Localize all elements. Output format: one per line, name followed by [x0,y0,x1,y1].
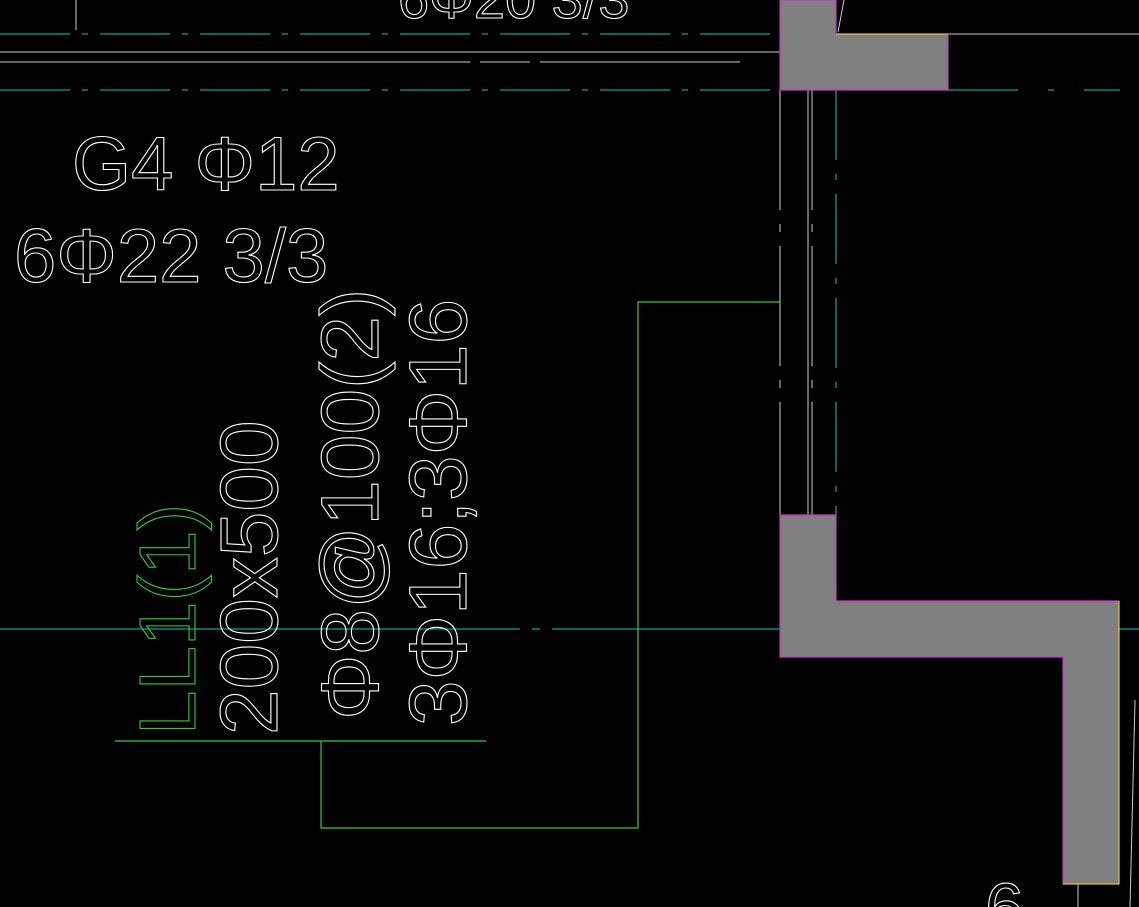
leader-lines [115,301,780,829]
annotation-bottom-partial: 6 [985,869,1024,907]
annotation-link-beam-longitudinal: 3Φ16;3Φ16 [393,299,484,726]
annotation-top-partial: 6Φ20 3/3 [398,0,630,30]
vertical-wall-lines [779,90,837,515]
annotation-beam-g4: G4 Φ12 [72,122,340,207]
wall-edge-diagonal-top [837,0,845,33]
annotation-link-beam-stirrup: Φ8@100(2) [305,289,396,720]
annotation-beam-g4-rebar: 6Φ22 3/3 [14,214,328,299]
top-beam-lines [0,0,1139,91]
leader-polyline [320,301,780,829]
annotation-link-beam-size: 200x500 [204,420,295,735]
annotation-link-beam-name: LL1(1) [123,504,212,735]
wall-section-lower [779,514,1136,907]
wall-edge-white-right [1129,699,1136,907]
wall-section-top [779,0,949,91]
